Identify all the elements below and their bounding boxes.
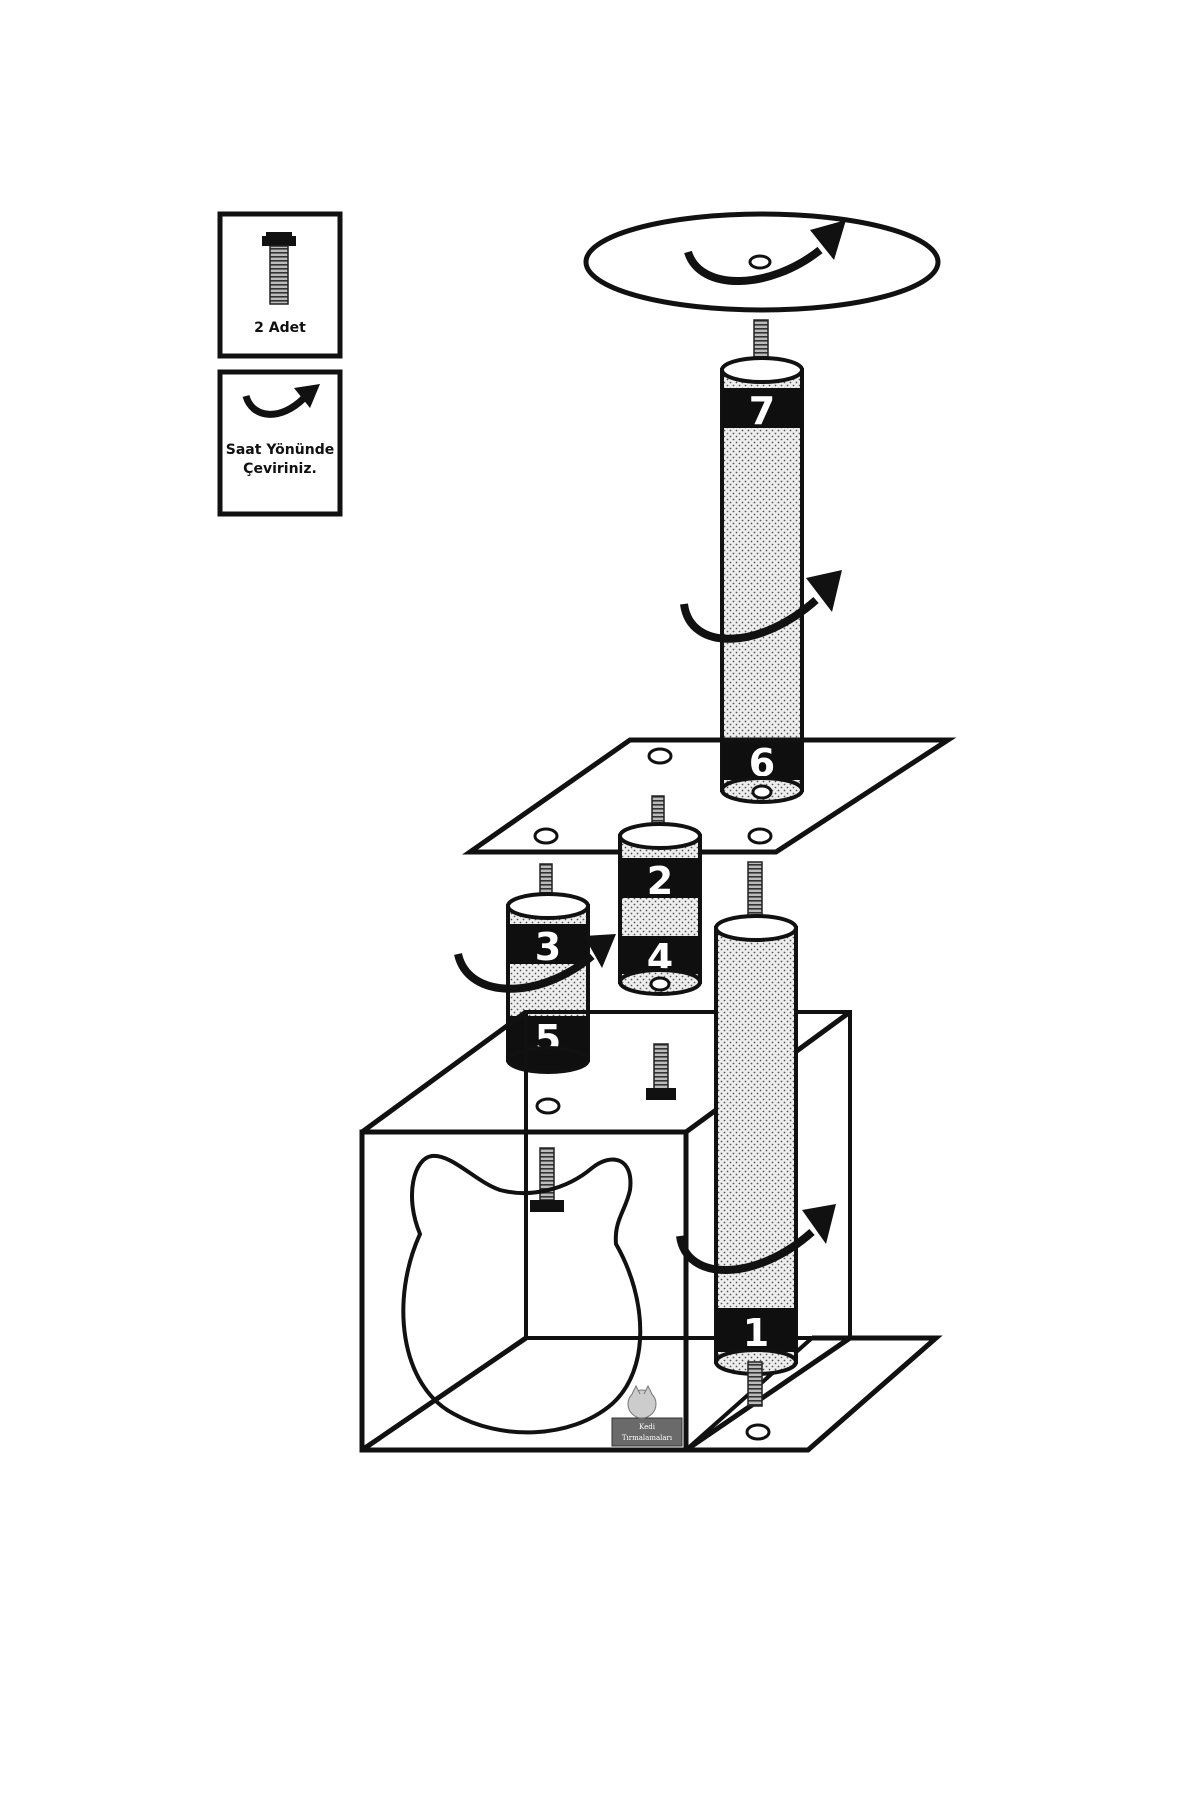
bolt-count-label: 2 Adet [254,320,306,336]
bolt-icon [646,1043,676,1100]
clockwise-arrow-icon [676,1229,815,1274]
part-number-1: 1 [743,1311,769,1355]
part-number-7: 7 [749,389,775,433]
cat-head-opening [401,1153,643,1435]
clockwise-arrow-icon [454,952,595,993]
legend-turn-box: Saat Yönünde Çeviriniz. [217,369,343,517]
part-number-3: 3 [535,925,561,969]
top-disc [583,211,941,313]
legend-bolt-box: 2 Adet [217,211,343,359]
upper-post: 7 6 [680,319,842,804]
logo-line2: Tırmalamaları [622,1434,673,1442]
clockwise-arrow-icon [684,246,823,285]
lower-post: 1 [676,861,836,1407]
cat-house-cube: Kedi Tırmalamaları [359,1009,852,1453]
turn-label-line2: Çeviriniz. [243,461,317,477]
bolt-icon [530,1147,564,1212]
clockwise-arrow-icon [680,597,819,643]
short-post-2-4: 2 4 [618,795,702,996]
turn-label-line1: Saat Yönünde [226,442,334,458]
part-number-2: 2 [647,859,673,903]
brand-logo: Kedi Tırmalamaları [611,1384,683,1447]
short-post-3-5: 3 5 [454,863,616,1074]
middle-platform [462,737,957,855]
bolt-icon [262,232,296,305]
clockwise-arrow-icon [242,394,307,418]
logo-line1: Kedi [639,1423,656,1431]
